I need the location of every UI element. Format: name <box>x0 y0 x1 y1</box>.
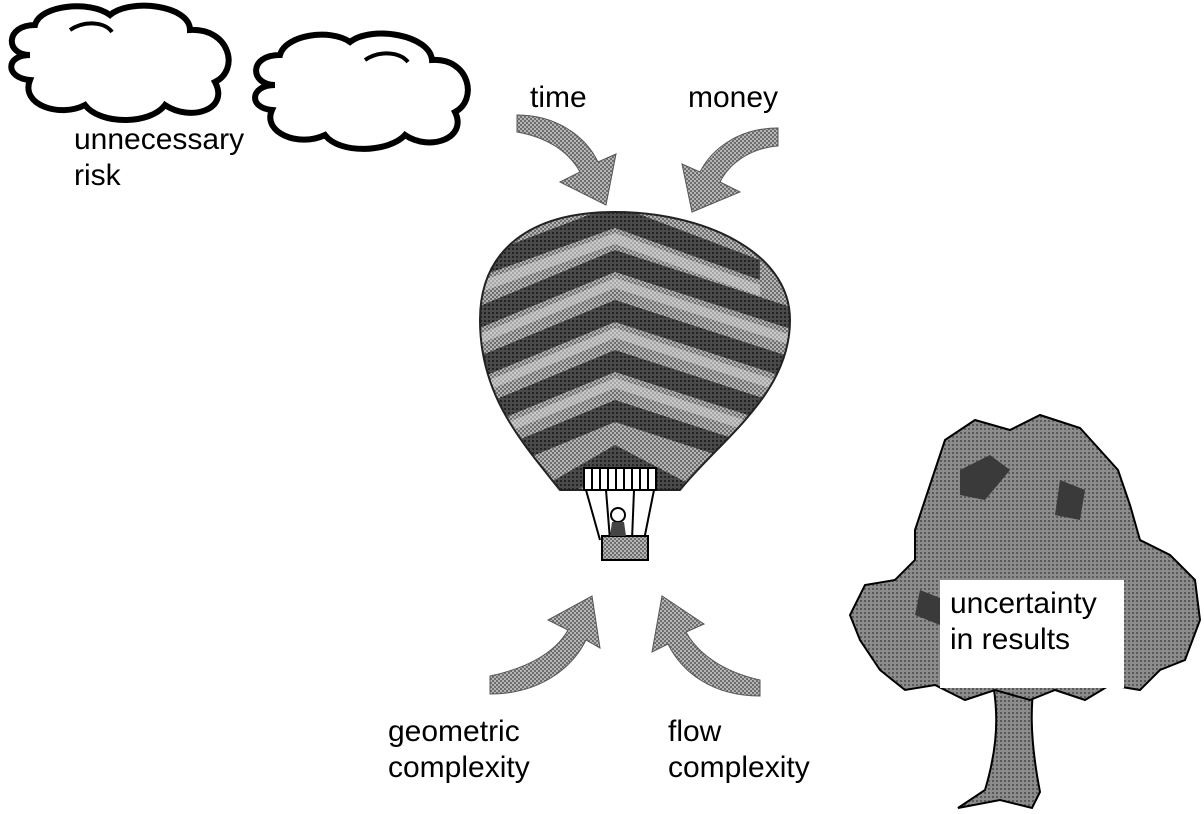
label-line: flow <box>668 714 810 750</box>
money-label: money <box>688 80 778 116</box>
hot-air-balloon-icon <box>470 205 800 560</box>
curved-arrow-icon <box>682 128 778 212</box>
curved-arrow-icon <box>652 596 760 696</box>
label-line: uncertainty <box>950 586 1114 622</box>
cloud-icon <box>11 6 228 120</box>
time-label: time <box>530 80 587 116</box>
uncertainty-in-results-label: uncertainty in results <box>940 580 1124 688</box>
geometric-complexity-label: geometric complexity <box>388 714 530 786</box>
cloud-icon <box>255 34 468 149</box>
label-line: risk <box>74 158 244 194</box>
curved-arrow-icon <box>490 596 600 694</box>
label-line: unnecessary <box>74 122 244 158</box>
flow-complexity-label: flow complexity <box>668 714 810 786</box>
curved-arrow-icon <box>517 115 616 205</box>
label-line: geometric <box>388 714 530 750</box>
label-line: complexity <box>668 750 810 786</box>
label-line: complexity <box>388 750 530 786</box>
label-line: in results <box>950 622 1114 658</box>
unnecessary-risk-label: unnecessary risk <box>74 122 244 194</box>
